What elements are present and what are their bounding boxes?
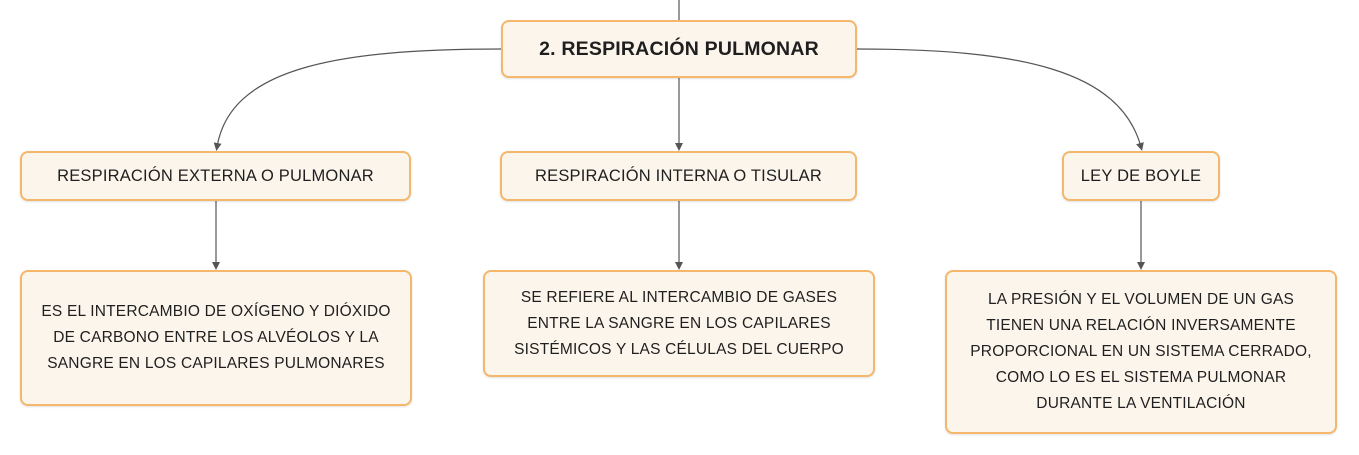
connector-root-to-external	[213, 48, 502, 151]
root-topic-label: 2. RESPIRACIÓN PULMONAR	[539, 37, 819, 60]
detail-text-boyle-law: LA PRESIÓN Y EL VOLUMEN DE UN GAS TIENEN…	[970, 291, 1312, 412]
topic-node-boyle-law[interactable]: LEY DE BOYLE	[1062, 151, 1220, 201]
topic-label-external-respiration: RESPIRACIÓN EXTERNA O PULMONAR	[57, 166, 374, 185]
root-topic-node[interactable]: 2. RESPIRACIÓN PULMONAR	[501, 20, 857, 78]
detail-node-external-respiration[interactable]: ES EL INTERCAMBIO DE OXÍGENO Y DIÓXIDO D…	[20, 270, 412, 406]
detail-text-internal-respiration: SE REFIERE AL INTERCAMBIO DE GASES ENTRE…	[514, 288, 844, 358]
detail-node-internal-respiration[interactable]: SE REFIERE AL INTERCAMBIO DE GASES ENTRE…	[483, 270, 875, 377]
connector-root-to-boyle	[856, 48, 1144, 151]
detail-text-external-respiration: ES EL INTERCAMBIO DE OXÍGENO Y DIÓXIDO D…	[41, 303, 391, 372]
detail-node-boyle-law[interactable]: LA PRESIÓN Y EL VOLUMEN DE UN GAS TIENEN…	[945, 270, 1337, 434]
topic-node-internal-respiration[interactable]: RESPIRACIÓN INTERNA O TISULAR	[500, 151, 857, 201]
topic-label-internal-respiration: RESPIRACIÓN INTERNA O TISULAR	[535, 166, 822, 185]
topic-node-external-respiration[interactable]: RESPIRACIÓN EXTERNA O PULMONAR	[20, 151, 411, 201]
topic-label-boyle-law: LEY DE BOYLE	[1080, 166, 1202, 185]
